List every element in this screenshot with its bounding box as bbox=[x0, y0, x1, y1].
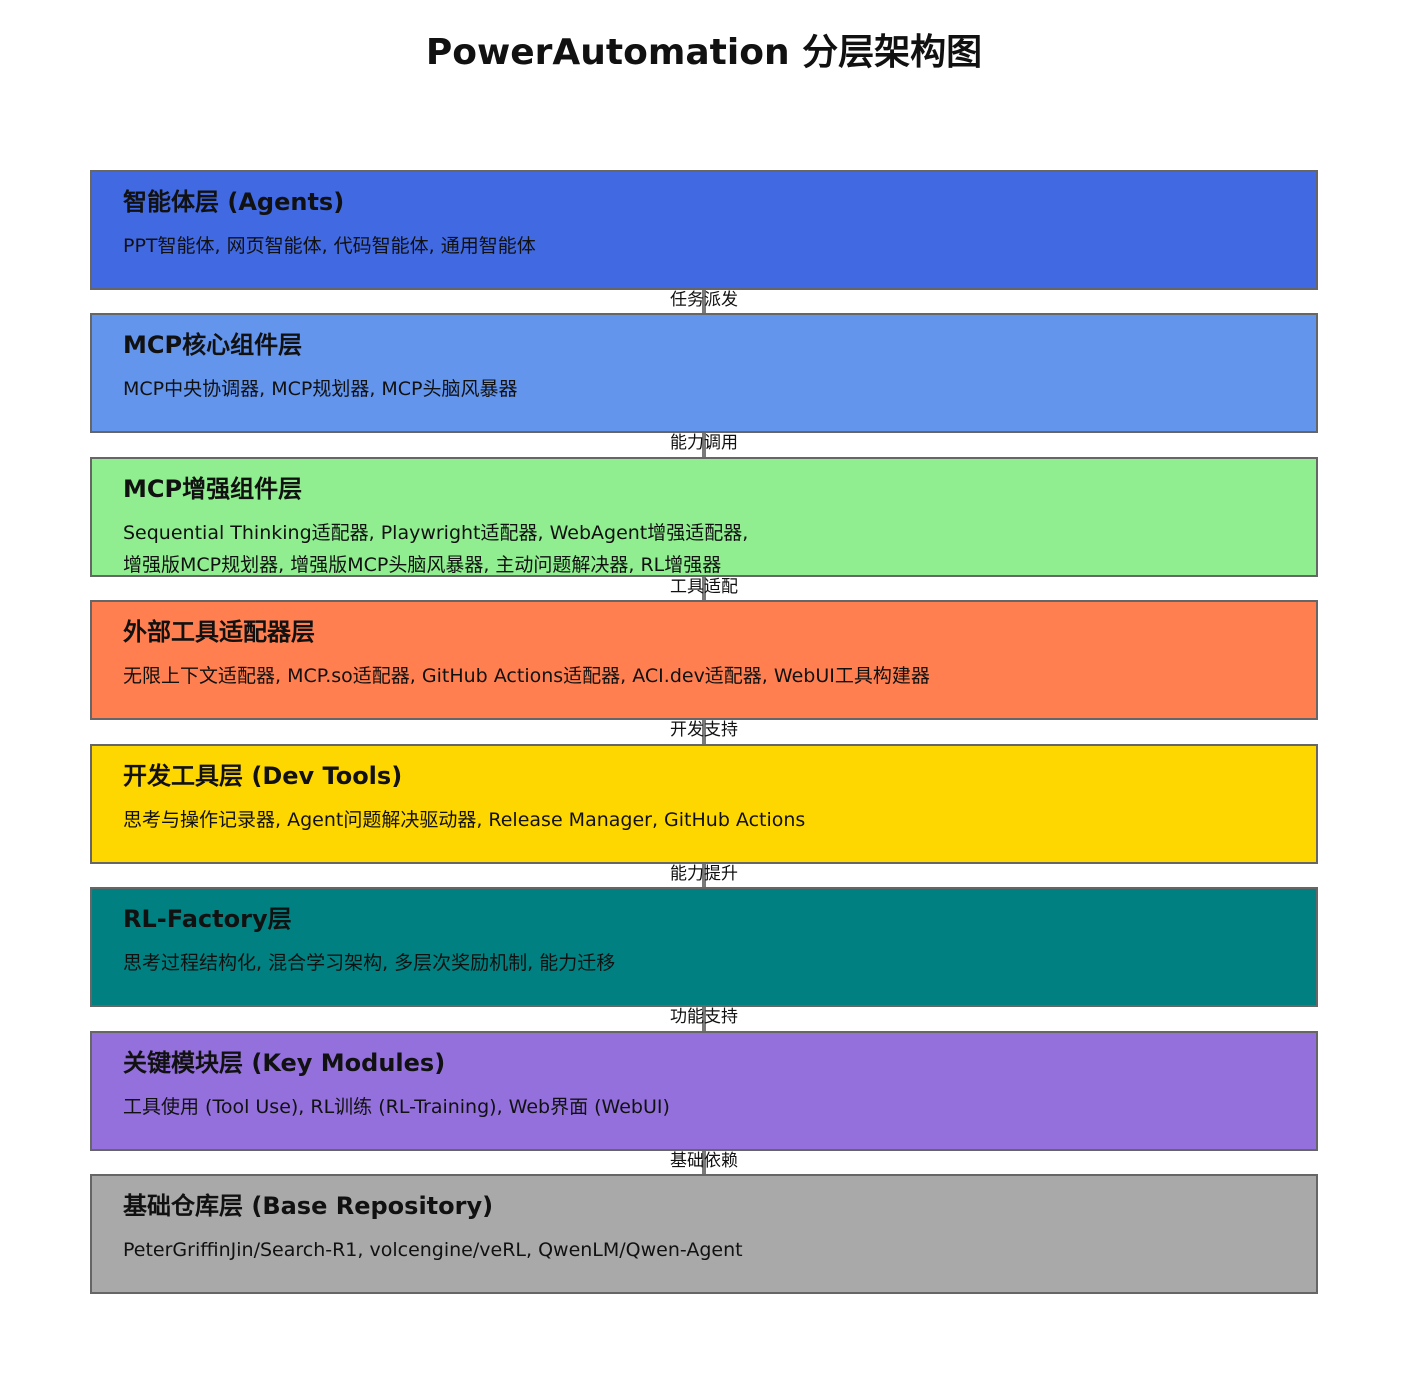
connector-label: 能力提升 bbox=[670, 864, 738, 884]
connector-line bbox=[702, 577, 706, 601]
layer-name: 智能体层 (Agents) bbox=[123, 188, 345, 216]
layer-item-line: 思考与操作记录器, Agent问题解决驱动器, Release Manager,… bbox=[123, 809, 806, 831]
layer-name: MCP核心组件层 bbox=[123, 331, 303, 359]
connector-line bbox=[702, 1151, 706, 1175]
layer-items: 工具使用 (Tool Use), RL训练 (RL-Training), Web… bbox=[123, 1091, 1273, 1123]
layer-external-adapters: 外部工具适配器层 无限上下文适配器, MCP.so适配器, GitHub Act… bbox=[90, 600, 1318, 720]
layer-dev-tools: 开发工具层 (Dev Tools) 思考与操作记录器, Agent问题解决驱动器… bbox=[90, 744, 1318, 864]
layer-name: 关键模块层 (Key Modules) bbox=[123, 1049, 446, 1077]
layer-item-line: 思考过程结构化, 混合学习架构, 多层次奖励机制, 能力迁移 bbox=[123, 952, 616, 974]
layer-name: RL-Factory层 bbox=[123, 905, 292, 933]
layer-rl-factory: RL-Factory层 思考过程结构化, 混合学习架构, 多层次奖励机制, 能力… bbox=[90, 887, 1318, 1007]
diagram-title: PowerAutomation 分层架构图 bbox=[425, 32, 983, 73]
layer-item-line: PeterGriffinJin/Search-R1, volcengine/ve… bbox=[123, 1239, 743, 1261]
layer-item-line: PPT智能体, 网页智能体, 代码智能体, 通用智能体 bbox=[123, 235, 536, 257]
layer-key-modules: 关键模块层 (Key Modules) 工具使用 (Tool Use), RL训… bbox=[90, 1031, 1318, 1151]
layer-item-line: 增强版MCP规划器, 增强版MCP头脑风暴器, 主动问题解决器, RL增强器 bbox=[123, 554, 722, 576]
connector-label: 功能支持 bbox=[670, 1007, 738, 1027]
layer-items: PeterGriffinJin/Search-R1, volcengine/ve… bbox=[123, 1234, 1273, 1266]
connector-line bbox=[702, 1007, 706, 1032]
layer-items: 无限上下文适配器, MCP.so适配器, GitHub Actions适配器, … bbox=[123, 660, 1273, 692]
connector-line bbox=[702, 720, 706, 745]
layer-items: 思考与操作记录器, Agent问题解决驱动器, Release Manager,… bbox=[123, 804, 1273, 836]
layer-item-line: 无限上下文适配器, MCP.so适配器, GitHub Actions适配器, … bbox=[123, 665, 930, 687]
connector-line bbox=[702, 290, 706, 314]
connector-label: 能力调用 bbox=[670, 433, 738, 453]
connector-label: 工具适配 bbox=[670, 577, 738, 597]
connector-line bbox=[702, 433, 706, 458]
layer-mcp-enhanced: MCP增强组件层 Sequential Thinking适配器, Playwri… bbox=[90, 457, 1318, 577]
layer-name: 基础仓库层 (Base Repository) bbox=[123, 1192, 494, 1220]
layer-item-line: 工具使用 (Tool Use), RL训练 (RL-Training), Web… bbox=[123, 1096, 670, 1118]
layer-name: 开发工具层 (Dev Tools) bbox=[123, 762, 403, 790]
layer-items: 思考过程结构化, 混合学习架构, 多层次奖励机制, 能力迁移 bbox=[123, 947, 1273, 979]
layer-name: 外部工具适配器层 bbox=[123, 618, 315, 646]
layer-items: PPT智能体, 网页智能体, 代码智能体, 通用智能体 bbox=[123, 230, 1273, 262]
layer-items: MCP中央协调器, MCP规划器, MCP头脑风暴器 bbox=[123, 373, 1273, 405]
layer-item-line: MCP中央协调器, MCP规划器, MCP头脑风暴器 bbox=[123, 378, 518, 400]
layer-item-line: Sequential Thinking适配器, Playwright适配器, W… bbox=[123, 522, 749, 544]
connector-label: 任务派发 bbox=[670, 290, 738, 310]
connector-label: 开发支持 bbox=[670, 720, 738, 740]
layer-agents: 智能体层 (Agents) PPT智能体, 网页智能体, 代码智能体, 通用智能… bbox=[90, 170, 1318, 290]
layer-base-repository: 基础仓库层 (Base Repository) PeterGriffinJin/… bbox=[90, 1174, 1318, 1294]
connector-label: 基础依赖 bbox=[670, 1151, 738, 1171]
layer-items: Sequential Thinking适配器, Playwright适配器, W… bbox=[123, 517, 1273, 581]
layer-name: MCP增强组件层 bbox=[123, 475, 303, 503]
layer-mcp-core: MCP核心组件层 MCP中央协调器, MCP规划器, MCP头脑风暴器 bbox=[90, 313, 1318, 433]
connector-line bbox=[702, 864, 706, 888]
